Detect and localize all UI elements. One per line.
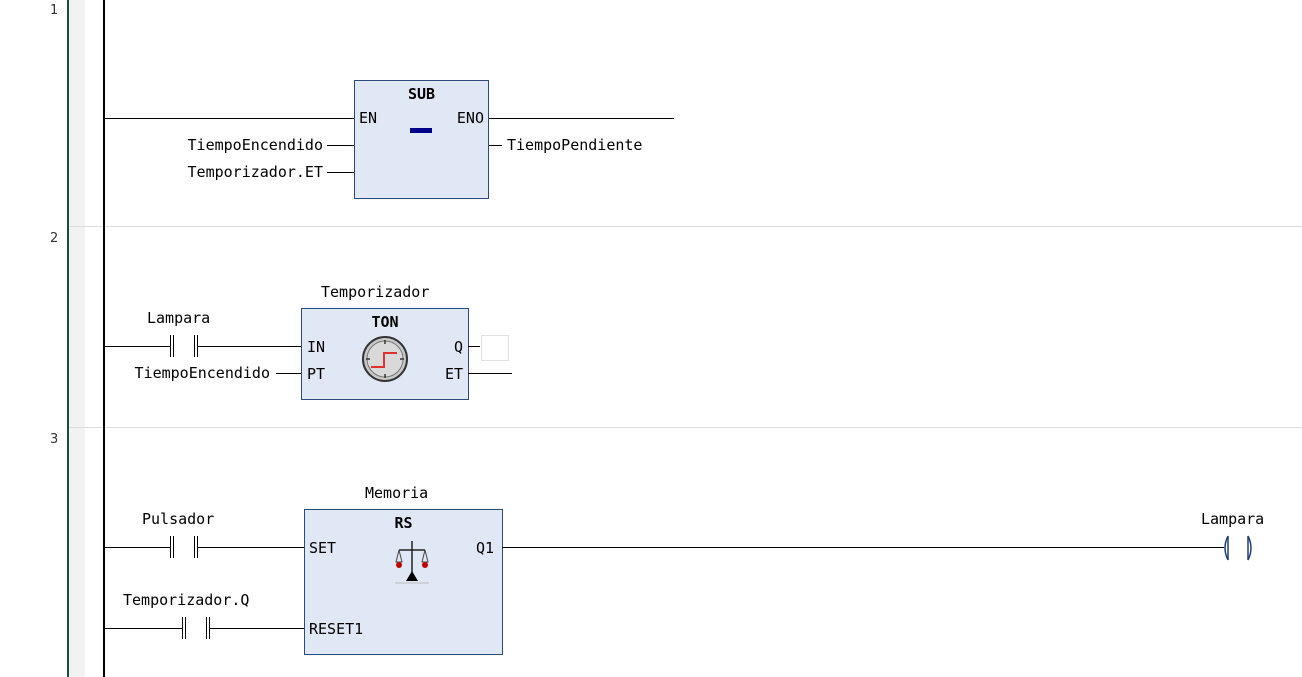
pin-en: EN	[359, 109, 378, 127]
block-type-label: RS	[394, 514, 413, 532]
line-gutter	[0, 0, 68, 677]
ton-pt-variable[interactable]: TiempoEncendido	[134, 364, 270, 382]
coil-label-lampara[interactable]: Lampara	[1201, 510, 1265, 528]
pin-in: IN	[307, 338, 326, 356]
ton-instance-name[interactable]: Temporizador	[321, 283, 430, 301]
empty-output-field[interactable]	[481, 335, 509, 361]
pin-set: SET	[309, 539, 337, 557]
wire	[105, 118, 355, 119]
contact-label-temporizador-q[interactable]: Temporizador.Q	[123, 591, 250, 609]
block-type-label: SUB	[407, 85, 436, 103]
contact-left-bar	[182, 617, 186, 639]
wire	[105, 346, 171, 347]
contact-right-bar	[206, 617, 210, 639]
pin-q1: Q1	[475, 539, 494, 557]
sub-input-1-variable[interactable]: TiempoEncendido	[187, 136, 323, 154]
contact-left-bar	[170, 536, 174, 558]
balance-scale-icon	[395, 541, 429, 584]
rs-function-block[interactable]: RS SET RESET1 Q1	[304, 509, 503, 655]
contact-right-bar	[194, 335, 198, 357]
coil-icon[interactable]	[1221, 535, 1255, 561]
block-type-label: TON	[371, 313, 399, 331]
left-power-rail	[103, 0, 105, 677]
sub-function-block[interactable]: SUB EN ENO	[354, 80, 489, 199]
network-separator	[69, 226, 1302, 227]
sub-output-variable[interactable]: TiempoPendiente	[507, 136, 643, 154]
wire	[327, 145, 355, 146]
gutter-border	[67, 0, 69, 677]
wire	[488, 118, 674, 119]
contact-right-bar	[194, 536, 198, 558]
pin-pt: PT	[307, 365, 326, 383]
minus-icon	[410, 128, 432, 133]
rs-instance-name[interactable]: Memoria	[365, 484, 429, 502]
wire	[198, 547, 305, 548]
pin-reset1: RESET1	[309, 620, 364, 638]
network-number-2: 2	[50, 231, 59, 246]
ton-function-block[interactable]: TON IN PT Q ET	[301, 308, 469, 400]
network-separator	[69, 427, 1302, 428]
network-number-3: 3	[50, 432, 59, 447]
pin-et: ET	[444, 365, 463, 383]
network-number-1: 1	[50, 3, 59, 18]
contact-left-bar	[170, 335, 174, 357]
wire	[210, 628, 305, 629]
contact-label-lampara[interactable]: Lampara	[147, 309, 211, 327]
wire	[502, 547, 1224, 548]
timer-clock-icon	[362, 336, 408, 382]
wire	[327, 172, 355, 173]
wire	[488, 145, 502, 146]
wire	[276, 373, 302, 374]
pin-eno: ENO	[456, 109, 484, 127]
wire	[468, 346, 480, 347]
wire	[105, 547, 171, 548]
wire	[468, 373, 512, 374]
gutter-margin	[69, 0, 85, 677]
pin-q: Q	[453, 338, 463, 356]
wire	[198, 346, 302, 347]
sub-input-2-variable[interactable]: Temporizador.ET	[187, 163, 323, 181]
wire	[105, 628, 183, 629]
contact-label-pulsador[interactable]: Pulsador	[142, 510, 215, 528]
